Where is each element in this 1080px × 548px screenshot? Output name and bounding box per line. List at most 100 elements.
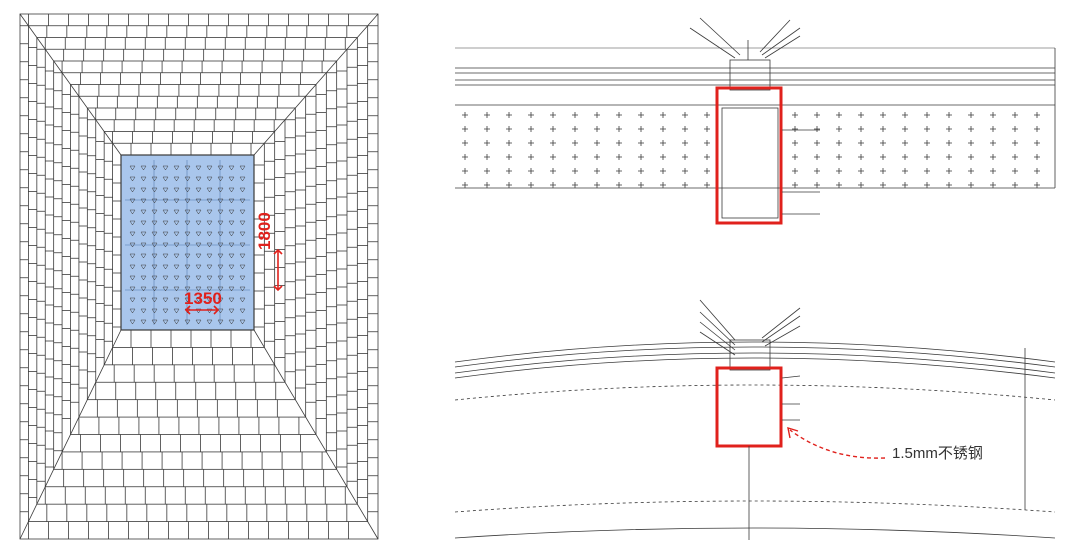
dim-width-arrowhead-left — [184, 305, 191, 315]
plus-mark — [924, 140, 930, 146]
hatch-mark — [228, 198, 235, 204]
hatch-mark — [206, 198, 213, 204]
hatch-mark — [151, 198, 158, 204]
plus-mark — [880, 140, 886, 146]
hatch-mark — [173, 209, 180, 215]
plus-mark — [924, 154, 930, 160]
curved-glass-1 — [454, 341, 1056, 363]
curved-bottom — [454, 527, 1056, 539]
plus-mark — [880, 154, 886, 160]
plus-mark — [946, 168, 952, 174]
plus-mark — [1012, 140, 1018, 146]
hatch-mark — [162, 308, 169, 314]
plus-mark — [814, 182, 820, 188]
plus-mark — [682, 182, 688, 188]
hatch-mark — [173, 275, 180, 281]
plan-ring — [61, 72, 327, 453]
plus-mark — [572, 112, 578, 118]
hatch-mark — [140, 242, 147, 248]
hatch-mark — [184, 264, 191, 270]
hatch-mark — [151, 220, 158, 226]
hatch-mark — [162, 165, 169, 171]
plus-mark — [484, 182, 490, 188]
insulation-hatch — [462, 112, 1040, 188]
plus-mark — [682, 126, 688, 132]
plus-mark — [484, 112, 490, 118]
hatch-mark — [206, 165, 213, 171]
hatch-mark — [173, 187, 180, 193]
hatch-mark — [228, 264, 235, 270]
hatch-mark — [173, 286, 180, 292]
hatch-mark — [184, 286, 191, 292]
plus-mark — [880, 182, 886, 188]
plus-mark — [880, 168, 886, 174]
dim-height-label: 1800 — [255, 212, 274, 250]
hatch-mark — [239, 275, 246, 281]
hatch-mark — [184, 275, 191, 281]
plus-mark — [484, 140, 490, 146]
plus-mark — [990, 182, 996, 188]
hatch-mark — [206, 209, 213, 215]
leader-line — [764, 35, 801, 59]
hatch-mark — [217, 176, 224, 182]
hatch-mark — [239, 220, 246, 226]
plus-mark — [462, 154, 468, 160]
plus-mark — [792, 182, 798, 188]
plus-mark — [836, 154, 842, 160]
hatch-mark — [129, 187, 136, 193]
plus-mark — [528, 182, 534, 188]
hatch-mark — [140, 264, 147, 270]
plus-mark — [990, 168, 996, 174]
hatch-mark — [239, 242, 246, 248]
plus-mark — [704, 140, 710, 146]
leader-line — [699, 299, 736, 341]
hatch-mark — [129, 275, 136, 281]
hatch-mark — [184, 319, 191, 325]
hatch-mark — [217, 275, 224, 281]
hatch-mark — [228, 297, 235, 303]
hatch-mark — [140, 165, 147, 171]
plus-mark — [616, 154, 622, 160]
hatch-mark — [173, 319, 180, 325]
hatch-mark — [206, 231, 213, 237]
top-leaders — [689, 17, 820, 215]
plus-mark — [462, 182, 468, 188]
hatch-mark — [173, 297, 180, 303]
hatch-mark — [129, 209, 136, 215]
hatch-mark — [129, 242, 136, 248]
hatch-mark — [195, 319, 202, 325]
plus-mark — [902, 126, 908, 132]
hatch-mark — [228, 209, 235, 215]
hatch-mark — [162, 187, 169, 193]
plan-ring — [86, 107, 296, 401]
hatch-mark — [129, 286, 136, 292]
hatch-mark — [217, 253, 224, 259]
hatch-mark — [140, 187, 147, 193]
leader-line — [761, 27, 801, 56]
plus-mark — [704, 154, 710, 160]
plus-mark — [638, 126, 644, 132]
hatch-mark — [151, 187, 158, 193]
plus-mark — [836, 140, 842, 146]
hatch-mark — [151, 209, 158, 215]
dim-arrows — [184, 248, 283, 315]
hatch-mark — [151, 176, 158, 182]
hatch-mark — [162, 242, 169, 248]
plus-mark — [528, 168, 534, 174]
hatch-mark — [228, 286, 235, 292]
callout-arrowhead — [787, 426, 799, 439]
plus-mark — [858, 112, 864, 118]
hatch-mark — [140, 286, 147, 292]
hatch-mark — [129, 297, 136, 303]
hatch-mark — [195, 253, 202, 259]
bottom-leaders — [699, 299, 801, 421]
hatch-mark — [162, 275, 169, 281]
hatch-mark — [206, 220, 213, 226]
plus-mark — [858, 154, 864, 160]
hatch-mark — [217, 297, 224, 303]
hatch-mark — [239, 176, 246, 182]
hatch-mark — [206, 176, 213, 182]
hatch-mark — [217, 187, 224, 193]
hatch-mark — [140, 253, 147, 259]
plus-mark — [572, 182, 578, 188]
